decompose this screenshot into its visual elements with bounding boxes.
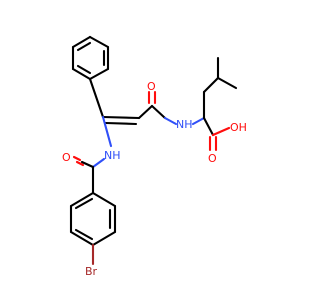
atom-acid-oh: OH <box>230 121 247 134</box>
atom-amide-nh-left: NH <box>104 149 121 162</box>
upper-amide-bonds <box>137 90 178 126</box>
chemical-structure-diagram: O NH OH O NH O Br <box>62 35 247 278</box>
lower-amide-bonds <box>72 115 113 195</box>
leucine-bonds <box>191 56 238 152</box>
atom-carbonyl-oxygen-upper: O <box>147 80 156 93</box>
atom-carbonyl-oxygen-lower: O <box>62 151 71 164</box>
vinyl-bonds <box>88 77 141 126</box>
atom-amide-nh-right: NH <box>176 118 193 131</box>
bromophenyl-ring <box>69 191 117 266</box>
phenyl-ring <box>71 35 110 81</box>
atom-acid-carbonyl-oxygen: O <box>208 152 217 165</box>
atom-bromine: Br <box>85 265 98 278</box>
